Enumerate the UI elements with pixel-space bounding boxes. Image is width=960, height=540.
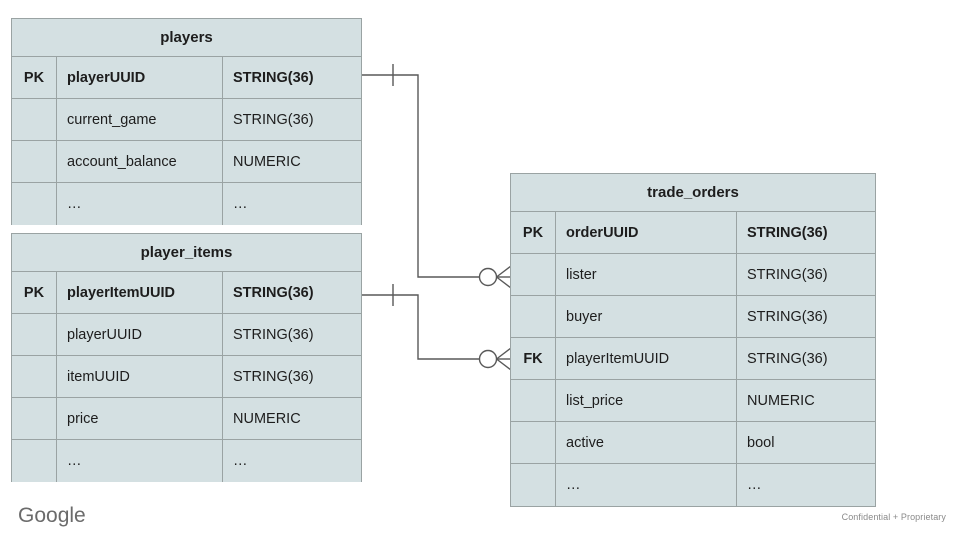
field-type: STRING(36) <box>233 368 314 385</box>
field-type: STRING(36) <box>233 111 314 128</box>
field-type: bool <box>747 434 775 451</box>
entity-field-row[interactable]: current_game STRING(36) <box>12 99 361 141</box>
field-name: itemUUID <box>57 356 223 397</box>
cardinality-many-crowsfoot-icon <box>496 265 512 289</box>
google-logo: Google <box>18 504 86 527</box>
field-type: STRING(36) <box>233 284 314 301</box>
field-name: active <box>556 422 737 463</box>
field-key-badge: PK <box>12 57 57 98</box>
field-key-badge <box>12 183 57 225</box>
entity-field-row[interactable]: active bool <box>511 422 875 464</box>
entity-field-row[interactable]: …… <box>511 464 875 506</box>
field-name: lister <box>556 254 737 295</box>
entity-field-row[interactable]: itemUUID STRING(36) <box>12 356 361 398</box>
entity-title-trade_orders: trade_orders <box>511 174 875 212</box>
field-key-badge <box>12 314 57 355</box>
field-type: STRING(36) <box>233 326 314 343</box>
field-name: current_game <box>57 99 223 140</box>
confidentiality-note: Confidential + Proprietary <box>841 512 946 522</box>
field-type: NUMERIC <box>747 392 815 409</box>
field-type: STRING(36) <box>747 350 828 367</box>
connector-line <box>362 74 488 278</box>
field-key-badge <box>511 380 556 421</box>
field-key-badge <box>511 464 556 506</box>
field-name: playerItemUUID <box>57 272 223 313</box>
field-type: NUMERIC <box>233 153 301 170</box>
cardinality-zero-circle-icon <box>478 349 498 369</box>
field-name: playerUUID <box>57 314 223 355</box>
field-name: … <box>57 440 223 482</box>
entity-title-players: players <box>12 19 361 57</box>
field-key-badge <box>12 141 57 182</box>
field-key-badge: PK <box>511 212 556 253</box>
relationship-players-trade-orders <box>362 64 512 289</box>
field-key-badge: FK <box>511 338 556 379</box>
entity-field-row[interactable]: price NUMERIC <box>12 398 361 440</box>
field-name: playerItemUUID <box>556 338 737 379</box>
entity-field-row[interactable]: …… <box>12 440 361 482</box>
entity-field-row[interactable]: playerUUID STRING(36) <box>12 314 361 356</box>
field-key-badge <box>12 398 57 439</box>
field-key-badge <box>12 440 57 482</box>
entity-field-row[interactable]: account_balance NUMERIC <box>12 141 361 183</box>
entity-field-row[interactable]: lister STRING(36) <box>511 254 875 296</box>
entity-field-row[interactable]: buyer STRING(36) <box>511 296 875 338</box>
field-key-badge <box>12 356 57 397</box>
field-name: … <box>57 183 223 225</box>
field-name: account_balance <box>57 141 223 182</box>
entity-field-row[interactable]: …… <box>12 183 361 225</box>
field-key-badge <box>511 254 556 295</box>
cardinality-many-crowsfoot-icon <box>496 347 512 371</box>
relationship-player-items-trade-orders <box>362 284 512 371</box>
field-type: STRING(36) <box>747 308 828 325</box>
field-name: … <box>556 464 737 506</box>
field-name: orderUUID <box>556 212 737 253</box>
field-name: buyer <box>556 296 737 337</box>
field-name: price <box>57 398 223 439</box>
field-key-badge <box>511 296 556 337</box>
field-key-badge <box>511 422 556 463</box>
field-type: STRING(36) <box>747 266 828 283</box>
entity-field-row[interactable]: list_price NUMERIC <box>511 380 875 422</box>
field-key-badge <box>12 99 57 140</box>
cardinality-zero-circle-icon <box>478 267 498 287</box>
connector-line <box>362 294 488 360</box>
field-type: STRING(36) <box>233 69 314 86</box>
field-name: list_price <box>556 380 737 421</box>
field-type: … <box>233 196 248 212</box>
field-type: NUMERIC <box>233 410 301 427</box>
field-type: … <box>233 453 248 469</box>
field-type: STRING(36) <box>747 224 828 241</box>
entity-title-player_items: player_items <box>12 234 361 272</box>
field-type: … <box>747 477 762 493</box>
field-key-badge: PK <box>12 272 57 313</box>
field-name: playerUUID <box>57 57 223 98</box>
